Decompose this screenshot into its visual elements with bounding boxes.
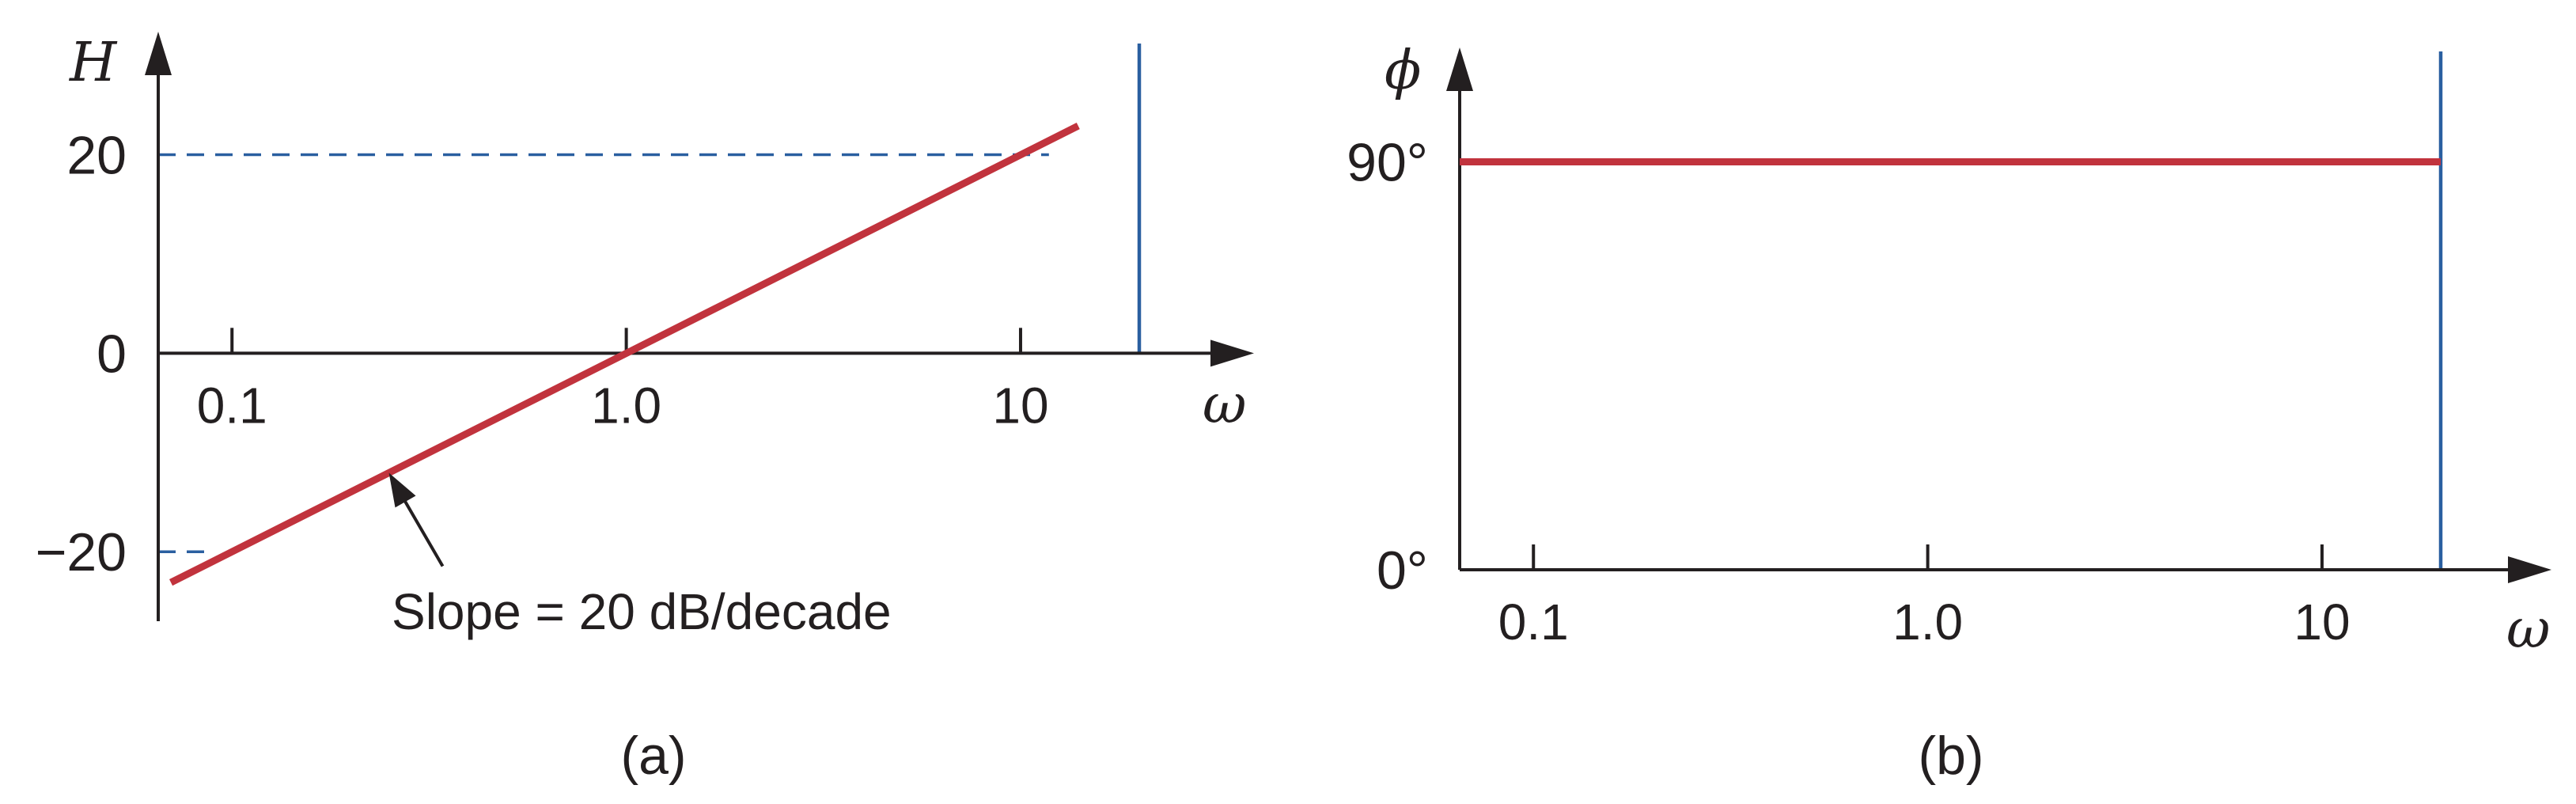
y-axis-label: ϕ bbox=[1385, 40, 1421, 102]
y-axis-label: H bbox=[68, 32, 118, 94]
x-tick-label: 1.0 bbox=[591, 377, 661, 434]
y-tick-label: 20 bbox=[66, 125, 127, 185]
x-tick-label: 10 bbox=[2294, 594, 2350, 650]
magnitude-plot: 0.1 1.0 10 20 0 −20 Slope = 20 dB/decade H ω… bbox=[36, 32, 1254, 786]
magnitude-series-line bbox=[169, 123, 1080, 586]
y-tick-labels: 20 0 −20 bbox=[36, 125, 127, 582]
phase-plot: 0.1 1.0 10 90° 0° ϕ ω (b) bbox=[1347, 40, 2551, 786]
panel-caption: (b) bbox=[1918, 726, 1983, 786]
x-tick-labels: 0.1 1.0 10 bbox=[197, 377, 1049, 434]
annotation-arrow-icon bbox=[388, 472, 416, 508]
y-tick-label: 90° bbox=[1347, 133, 1428, 193]
x-axis-arrow-icon bbox=[1210, 339, 1254, 367]
x-tick-label: 0.1 bbox=[1498, 594, 1569, 650]
x-axis-label: ω bbox=[2506, 598, 2550, 661]
x-tick-label: 10 bbox=[992, 377, 1048, 434]
y-tick-label: 0 bbox=[97, 324, 127, 384]
x-tick-marks bbox=[1532, 544, 2324, 570]
y-tick-label: −20 bbox=[36, 522, 127, 582]
x-tick-marks bbox=[230, 328, 1022, 354]
x-tick-label: 0.1 bbox=[197, 377, 267, 434]
y-tick-label: 0° bbox=[1377, 540, 1428, 601]
x-tick-label: 1.0 bbox=[1892, 594, 1963, 650]
x-tick-labels: 0.1 1.0 10 bbox=[1498, 594, 2351, 650]
panel-caption: (a) bbox=[620, 726, 686, 786]
x-axis-label: ω bbox=[1203, 374, 1246, 436]
y-axis-arrow-icon bbox=[1446, 47, 1473, 91]
y-tick-labels: 90° 0° bbox=[1347, 133, 1428, 601]
y-axis-arrow-icon bbox=[145, 32, 172, 75]
x-axis-arrow-icon bbox=[2508, 556, 2551, 583]
slope-annotation: Slope = 20 dB/decade bbox=[392, 583, 892, 640]
